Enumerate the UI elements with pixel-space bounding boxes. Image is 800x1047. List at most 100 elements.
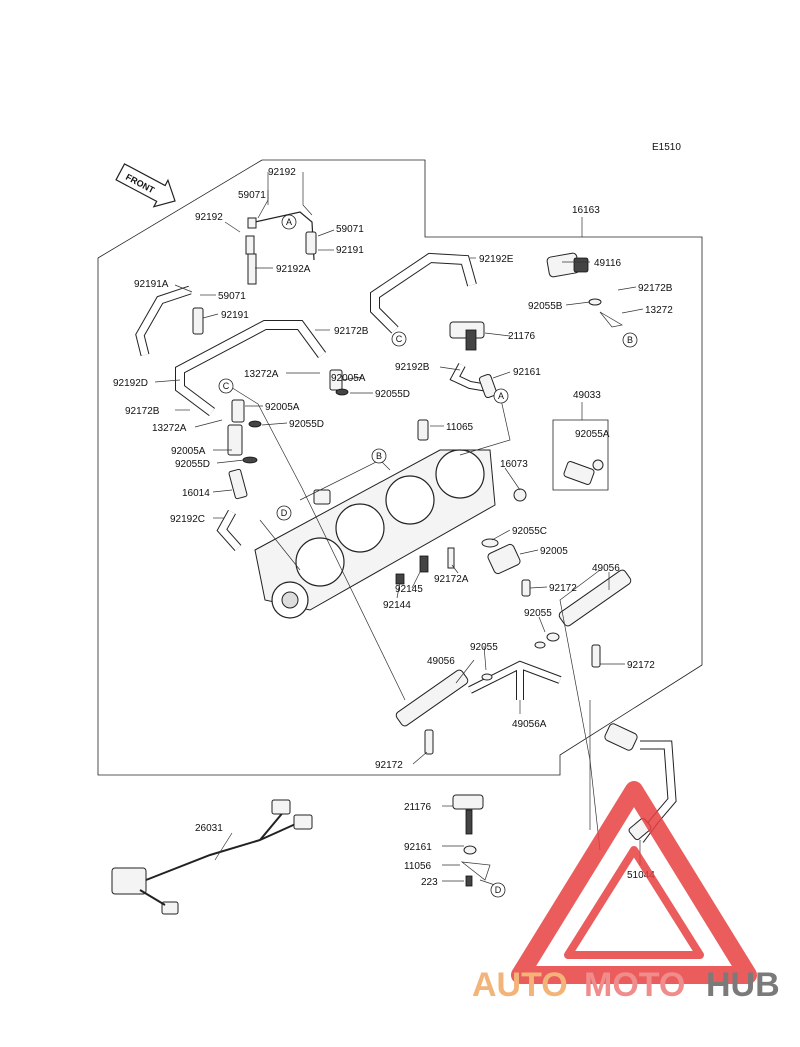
valve-49033	[513, 419, 609, 502]
assembly-outline	[97, 159, 703, 776]
label-51044: 51044	[627, 870, 655, 881]
label-223: 223	[421, 877, 438, 888]
label-92055D-b: 92055D	[289, 419, 324, 430]
label-11065: 11065	[446, 422, 474, 433]
label-92161-a: 92161	[513, 367, 541, 378]
hose-92192D	[175, 320, 327, 416]
cap-92144	[395, 573, 405, 585]
label-92144: 92144	[383, 600, 411, 611]
label-92172A: 92172A	[434, 574, 469, 585]
callout-c-2: C	[218, 378, 234, 394]
label-92055-a: 92055	[524, 608, 552, 619]
label-92145: 92145	[395, 584, 423, 595]
label-92192C: 92192C	[170, 514, 205, 525]
label-13272: 13272	[645, 305, 673, 316]
label-49056-b: 49056	[427, 656, 455, 667]
label-49033: 49033	[573, 390, 601, 401]
label-92055C: 92055C	[512, 526, 547, 537]
label-92172-b: 92172	[627, 660, 655, 671]
hose-92192-top	[247, 211, 317, 261]
label-11056: 11056	[404, 861, 432, 872]
front-arrow-icon: FRONT	[115, 163, 176, 208]
throttle-body-assembly	[254, 449, 496, 619]
callout-b-1: B	[622, 332, 638, 348]
label-59071-c: 59071	[218, 291, 246, 302]
label-92055-b: 92055	[470, 642, 498, 653]
label-16014: 16014	[182, 488, 210, 499]
label-92055B: 92055B	[528, 301, 563, 312]
watermark-moto: MOTO	[584, 966, 685, 1004]
label-92005A-a: 92005A	[331, 373, 366, 384]
label-92172B-b: 92172B	[334, 326, 369, 337]
callout-d-2: D	[490, 882, 506, 898]
hose-92192E	[370, 252, 477, 334]
label-92055A: 92055A	[575, 429, 610, 440]
fuel-pipe-49056A	[468, 641, 562, 700]
hose-92192B	[449, 363, 489, 392]
label-92055D-a: 92055D	[375, 389, 410, 400]
fitting-92005A-3	[227, 424, 258, 464]
label-92192E: 92192E	[479, 254, 514, 265]
watermark-logo: AUTO MOTO HUB	[472, 781, 780, 1004]
callout-a-1: A	[281, 214, 297, 230]
label-92172B-c: 92172B	[125, 406, 160, 417]
sensor-21176-top	[449, 321, 498, 399]
label-92172-c: 92172	[375, 760, 403, 771]
label-92161-b: 92161	[404, 842, 432, 853]
watermark-auto: AUTO	[472, 966, 568, 1004]
svg-text:C: C	[223, 381, 230, 391]
label-49056-a: 49056	[592, 563, 620, 574]
hose-92191A	[135, 285, 204, 357]
part-labels: 92192 59071 92192 59071 92191 92192A 921…	[113, 167, 673, 888]
label-59071-b: 59071	[336, 224, 364, 235]
label-92005: 92005	[540, 546, 568, 557]
diagram-code: E1510	[652, 142, 681, 153]
svg-text:A: A	[286, 217, 292, 227]
harness-26031	[111, 799, 313, 915]
svg-text:D: D	[495, 885, 502, 895]
hose-92192-mid	[187, 226, 257, 292]
label-92191-a: 92191	[336, 245, 364, 256]
fitting-92005	[481, 538, 531, 597]
label-92192B: 92192B	[395, 362, 430, 373]
fuel-rail-49056-right	[546, 569, 632, 668]
svg-text:B: B	[627, 335, 633, 345]
callout-b-2: B	[371, 448, 387, 464]
watermark-triangle-icon	[511, 781, 757, 984]
label-26031: 26031	[195, 823, 223, 834]
fitting-92005A-1	[329, 369, 349, 396]
label-49116: 49116	[594, 258, 622, 269]
label-16073: 16073	[500, 459, 528, 470]
fuel-rail-49056-left	[395, 669, 469, 755]
svg-text:C: C	[396, 334, 403, 344]
svg-text:B: B	[376, 451, 382, 461]
label-59071-a: 59071	[238, 190, 266, 201]
callout-d-1: D	[276, 505, 292, 521]
callout-a-2: A	[493, 388, 509, 404]
watermark-hub: HUB	[706, 966, 780, 1004]
label-13272A-b: 13272A	[152, 423, 187, 434]
sensor-49116	[546, 252, 623, 328]
spring-92145	[419, 555, 429, 573]
label-92005A-b: 92005A	[265, 402, 300, 413]
label-49056A: 49056A	[512, 719, 547, 730]
label-92172-a: 92172	[549, 583, 577, 594]
svg-text:A: A	[498, 391, 504, 401]
pipe-11065	[417, 419, 429, 441]
label-21176-b: 21176	[404, 802, 432, 813]
callout-c-1: C	[391, 331, 407, 347]
label-16163: 16163	[572, 205, 600, 216]
bolt-92172A	[447, 547, 455, 569]
label-92172B-a: 92172B	[638, 283, 673, 294]
label-92192D: 92192D	[113, 378, 148, 389]
label-92005A-c: 92005A	[171, 446, 206, 457]
pipe-16014	[228, 468, 248, 500]
svg-text:D: D	[281, 508, 288, 518]
label-13272A-a: 13272A	[244, 369, 279, 380]
label-92192A: 92192A	[276, 264, 311, 275]
label-92192-b: 92192	[195, 212, 223, 223]
label-92055D-c: 92055D	[175, 459, 210, 470]
label-21176-a: 21176	[508, 331, 536, 342]
fitting-92005A-2	[231, 399, 262, 428]
